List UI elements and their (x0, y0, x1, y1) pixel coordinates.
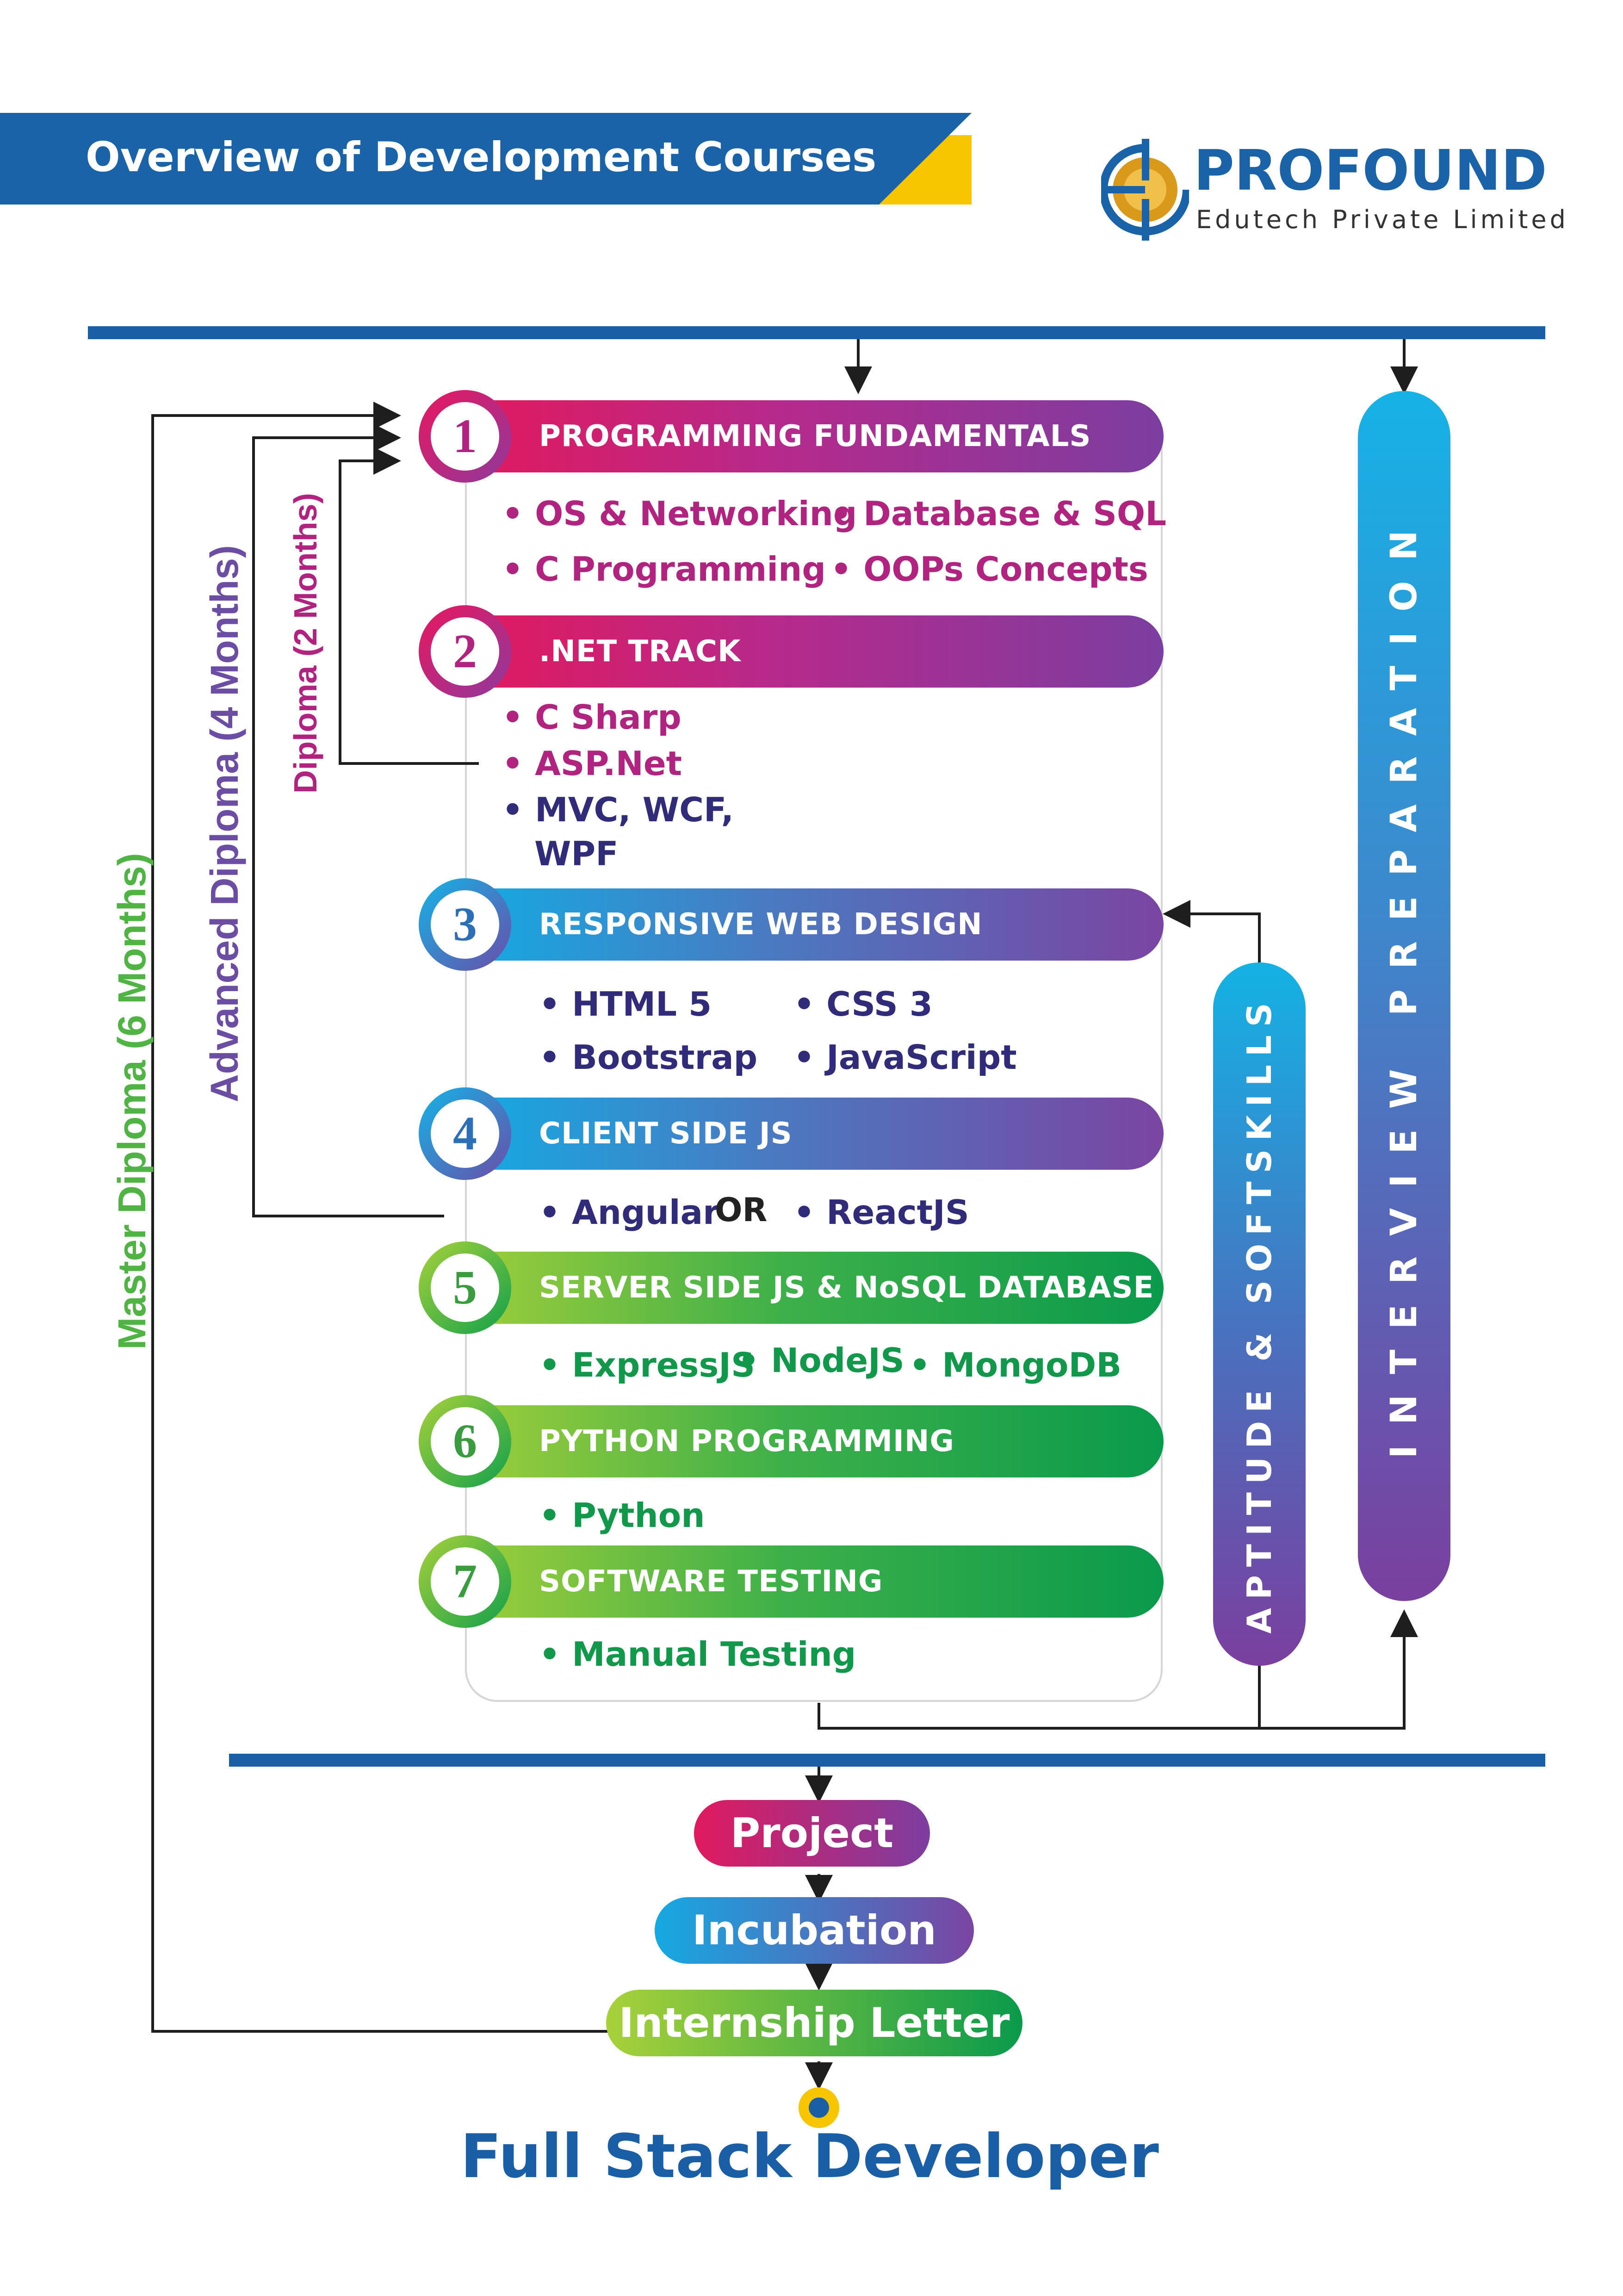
logo-subtitle: Edutech Private Limited (1196, 205, 1569, 234)
logo-name: PROFOUND (1194, 139, 1547, 203)
header-banner (0, 113, 972, 205)
module-python-programming[interactable]: 6 PYTHON PROGRAMMING (419, 1395, 1164, 1488)
list-item: • ASP.Net (502, 744, 682, 783)
diploma-label: Diploma (2 Months) (287, 493, 323, 794)
list-item: • JavaScript (793, 1038, 1017, 1077)
list-item: • MVC, WCF, (502, 790, 734, 829)
module-number-badge: 1 (419, 390, 511, 483)
internship-letter-pill[interactable]: Internship Letter (606, 1990, 1022, 2056)
profound-logo-icon (1101, 139, 1189, 241)
module-title: .NET TRACK (539, 634, 741, 669)
module-bar (470, 615, 1164, 688)
module-title: SERVER SIDE JS & NoSQL DATABASE (539, 1271, 1154, 1305)
module-number-badge: 2 (419, 605, 511, 698)
list-item: • HTML 5 (539, 985, 712, 1024)
module-number-badge: 5 (419, 1241, 511, 1334)
list-item: • Bootstrap (539, 1038, 758, 1077)
list-item: WPF (534, 834, 619, 873)
module-client-side-js[interactable]: 4 CLIENT SIDE JS (419, 1087, 1164, 1180)
module-bar (470, 1545, 1164, 1618)
module-bar (470, 888, 1164, 961)
module-number-badge: 6 (419, 1395, 511, 1488)
list-item: • Manual Testing (539, 1635, 856, 1674)
list-item: • Angular (539, 1193, 719, 1232)
page-title: Overview of Development Courses (86, 133, 877, 181)
interview-preparation-pill[interactable] (1358, 391, 1450, 1601)
module-bar (470, 1405, 1164, 1477)
module-bar (470, 1098, 1164, 1170)
or-separator: OR (715, 1191, 768, 1229)
aptitude-softskills-pill[interactable] (1213, 962, 1306, 1666)
list-item: • MongoDB (909, 1346, 1122, 1384)
module-bar (470, 1252, 1164, 1324)
module-server-side-js[interactable]: 5 SERVER SIDE JS & NoSQL DATABASE (419, 1241, 1164, 1334)
interview-preparation-label: INTERVIEW PREPARATION (1383, 510, 1425, 1458)
list-item: • C Programming (502, 550, 826, 589)
module-responsive-web-design[interactable]: 3 RESPONSIVE WEB DESIGN (419, 878, 1164, 971)
list-item: • NodeJS (738, 1341, 904, 1380)
list-item: • ReactJS (793, 1193, 969, 1232)
module-title: PYTHON PROGRAMMING (539, 1424, 954, 1458)
incubation-pill[interactable]: Incubation (655, 1897, 974, 1964)
final-outcome-title: Full Stack Developer (460, 2121, 1159, 2191)
module-title: SOFTWARE TESTING (539, 1564, 883, 1599)
project-pill[interactable]: Project (694, 1800, 930, 1867)
aptitude-softskills-label: APTITUDE & SOFTSKILLS (1240, 994, 1279, 1634)
module-title: RESPONSIVE WEB DESIGN (539, 907, 983, 942)
list-item: • OOPs Concepts (830, 550, 1148, 589)
list-item: • CSS 3 (793, 985, 933, 1024)
module-bar (470, 400, 1164, 472)
module-number-badge: 7 (419, 1535, 511, 1628)
list-item: • C Sharp (502, 698, 681, 737)
list-item: • OS & Networking (502, 494, 857, 533)
module-programming-fundamentals[interactable]: 1 PROGRAMMING FUNDAMENTALS (419, 390, 1164, 483)
module-number-badge: 3 (419, 878, 511, 971)
list-item: • Python (539, 1496, 705, 1535)
list-item: • Database & SQL (830, 494, 1167, 533)
advanced-diploma-label: Advanced Diploma (4 Months) (203, 545, 246, 1103)
module-title: PROGRAMMING FUNDAMENTALS (539, 419, 1091, 453)
module-net-track[interactable]: 2 .NET TRACK (419, 605, 1164, 698)
module-title: CLIENT SIDE JS (539, 1117, 793, 1151)
list-item: • ExpressJS (539, 1346, 755, 1384)
master-diploma-label: Master Diploma (6 Months) (110, 853, 154, 1350)
module-software-testing[interactable]: 7 SOFTWARE TESTING (419, 1535, 1164, 1628)
module-number-badge: 4 (419, 1087, 511, 1180)
